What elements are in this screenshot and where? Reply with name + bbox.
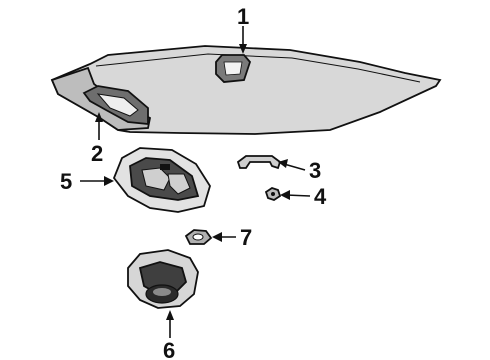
leader-7 — [212, 232, 236, 242]
callout-6: 6 — [163, 338, 175, 360]
callout-5: 5 — [60, 169, 72, 194]
leader-4 — [280, 190, 311, 200]
callout-4: 4 — [314, 184, 327, 209]
callout-7: 7 — [240, 225, 252, 250]
bulb-socket — [184, 229, 213, 245]
callout-3: 3 — [309, 158, 321, 183]
leader-2 — [95, 112, 103, 140]
callout-2: 2 — [91, 141, 103, 166]
retainer-clip — [264, 187, 282, 201]
leader-3 — [278, 159, 306, 171]
dome-lamp-opening — [215, 54, 252, 83]
visor-recess — [82, 85, 149, 125]
callout-1: 1 — [237, 4, 249, 29]
map-lamp-assembly — [127, 249, 199, 309]
grab-handle — [236, 155, 282, 170]
leader-1 — [239, 26, 247, 54]
leader-6 — [166, 310, 174, 338]
overhead-console-bezel — [112, 147, 211, 213]
leader-5 — [80, 176, 114, 186]
